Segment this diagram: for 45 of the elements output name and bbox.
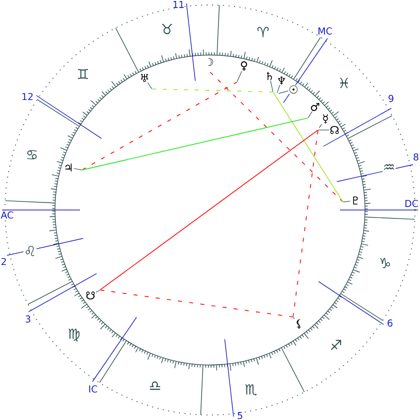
- cusp-label: 12: [22, 92, 33, 100]
- aspect-line: [210, 72, 344, 202]
- planet-glyph: ♅: [139, 74, 150, 82]
- aspect-line: [82, 82, 238, 170]
- zodiac-glyph: ♌: [23, 246, 37, 256]
- planet-glyph: ♆: [276, 76, 287, 85]
- aspect-line: [100, 130, 318, 290]
- planet-glyph: ☉: [288, 85, 299, 94]
- zodiac-glyph: ♋: [25, 150, 39, 160]
- zodiac-glyph: ♏: [244, 384, 258, 396]
- zodiac-glyph: ♊: [76, 68, 90, 80]
- aspect-line: [152, 88, 274, 92]
- planet-glyph: ☿: [322, 114, 330, 124]
- cusp-label: 6: [388, 319, 392, 327]
- aspect-line: [100, 290, 294, 318]
- aspect-line: [272, 92, 344, 202]
- zodiac-glyph: ♎: [148, 381, 162, 391]
- cusp-label: MC: [318, 27, 332, 35]
- planet-glyph: ♃: [63, 163, 74, 172]
- zodiac-glyph: ♍: [67, 328, 81, 342]
- cusp-label: 5: [238, 412, 242, 420]
- aspect-line: [82, 118, 308, 170]
- cusp-label: 11: [174, 1, 184, 8]
- planet-glyph: ♀: [240, 60, 248, 71]
- planet-glyph: ♂: [310, 102, 320, 112]
- planet-glyph: ⚸: [294, 318, 304, 330]
- cusp-label: 2: [1, 258, 6, 266]
- planet-glyph: ☽: [204, 58, 214, 66]
- cusp-label: IC: [89, 385, 98, 393]
- cusp-label: 9: [388, 94, 394, 102]
- aspect-line: [292, 130, 318, 318]
- zodiac-glyph: ♉: [160, 24, 174, 34]
- zodiac-glyph: ♒: [382, 164, 396, 172]
- planet-glyph: ♇: [350, 196, 361, 205]
- cusp-label: DC: [405, 200, 418, 208]
- zodiac-glyph: ♑: [378, 258, 392, 268]
- zodiac-glyph: ♐: [329, 340, 343, 350]
- planet-glyph: ☋: [85, 291, 96, 300]
- cusp-label: AC: [0, 211, 14, 219]
- zodiac-glyph: ♈: [256, 26, 270, 38]
- zodiac-glyph: ♓: [337, 78, 351, 88]
- cusp-label: 3: [26, 315, 30, 323]
- cusp-label: 8: [414, 153, 418, 161]
- planet-glyph: ☊: [329, 126, 340, 134]
- planet-glyph: ♄: [264, 72, 275, 80]
